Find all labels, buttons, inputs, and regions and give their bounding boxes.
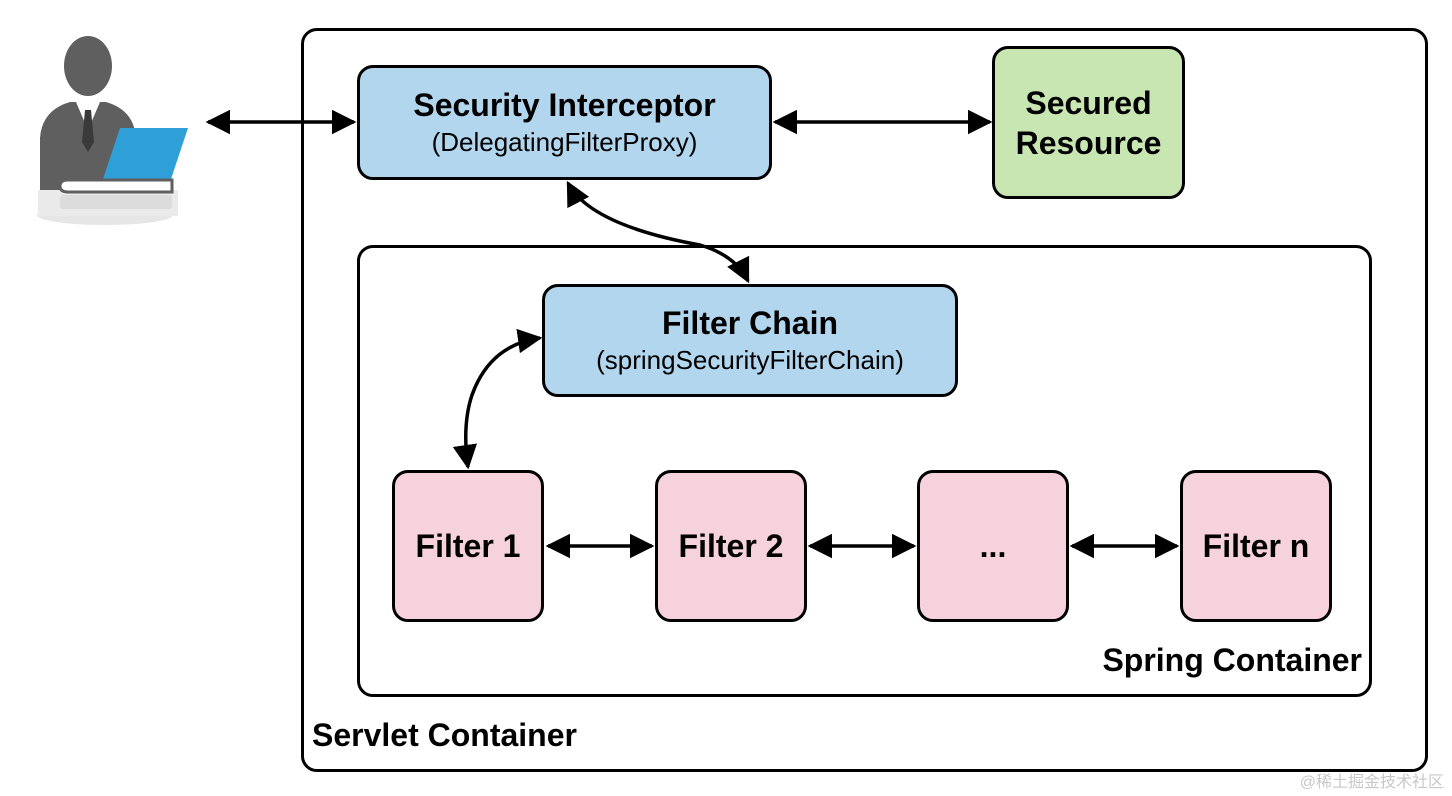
filter-1-box: Filter 1 (392, 470, 544, 622)
filter-2-label: Filter 2 (678, 528, 784, 564)
filter-chain-subtitle: (springSecurityFilterChain) (596, 344, 904, 375)
filter-chain-box: Filter Chain (springSecurityFilterChain) (542, 284, 958, 397)
filter-2-box: Filter 2 (655, 470, 807, 622)
spring-container (357, 245, 1372, 697)
servlet-container (301, 28, 1428, 772)
filter-ellipsis-label: ... (979, 528, 1007, 564)
filter-1-label: Filter 1 (415, 528, 521, 564)
security-interceptor-subtitle: (DelegatingFilterProxy) (431, 126, 698, 157)
security-interceptor-title: Security Interceptor (413, 86, 716, 123)
secured-resource-title-line1: Secured (1025, 84, 1152, 121)
security-interceptor-box: Security Interceptor (DelegatingFilterPr… (357, 65, 772, 180)
secured-resource-box: Secured Resource (992, 46, 1185, 199)
filter-n-box: Filter n (1180, 470, 1332, 622)
user-at-laptop-icon (37, 36, 188, 225)
filter-n-label: Filter n (1202, 528, 1310, 564)
filter-chain-title: Filter Chain (661, 304, 838, 341)
filter-ellipsis-box: ... (917, 470, 1069, 622)
secured-resource-title-line2: Resource (1015, 124, 1162, 161)
spring-container-label: Spring Container (1102, 642, 1362, 678)
servlet-container-label: Servlet Container (312, 717, 577, 753)
watermark: @稀土掘金技术社区 (1299, 774, 1444, 791)
